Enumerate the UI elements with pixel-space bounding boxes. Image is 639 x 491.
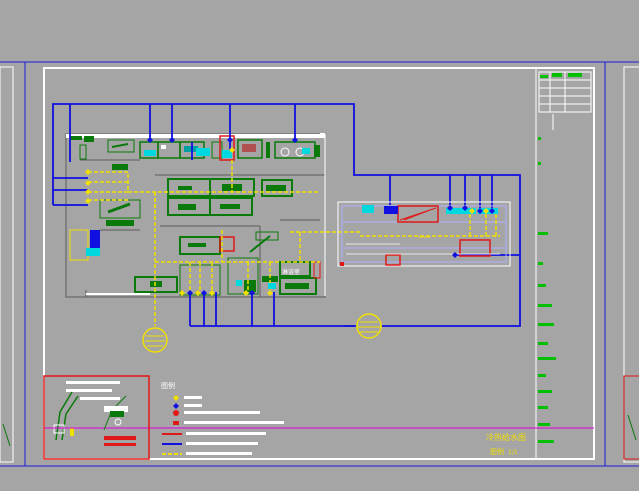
- legend-symbol-floor-drain: [173, 410, 260, 416]
- svg-text:===: ===: [418, 235, 431, 241]
- equipment-middle: [79, 144, 293, 255]
- right-adjacent-sheet: [604, 61, 639, 467]
- room-label: 淋浴室: [282, 268, 300, 276]
- left-adjacent-sheet: [0, 61, 26, 467]
- equipment-row-top: [70, 135, 320, 161]
- title-block-code: 图例: [490, 447, 504, 456]
- legend-symbol-hot-valve: [173, 395, 202, 401]
- revision-table: [538, 71, 592, 130]
- cold-water-pipe: [52, 103, 521, 327]
- title-block-entries: [538, 137, 556, 443]
- main-sheet-frame: [24, 61, 606, 467]
- right-floor-plan: ===: [337, 201, 511, 267]
- water-tank-right: [344, 313, 382, 339]
- legend: 图例: [161, 381, 284, 455]
- water-tank-left: [142, 327, 168, 353]
- system-diagram-inset: [43, 375, 150, 460]
- title-block-number: 1/1: [508, 449, 518, 456]
- title-block-caption: 冷热给水图: [486, 432, 526, 442]
- valve-markers: [85, 137, 298, 296]
- cyan-fixtures: [144, 148, 310, 289]
- left-floor-plan: 淋浴室: [52, 103, 521, 353]
- right-plan-valves: [447, 205, 495, 258]
- legend-heading: 图例: [161, 381, 175, 390]
- title-block: 冷热给水图 图例 1/1: [486, 71, 592, 456]
- legend-symbol-valve-red: [173, 421, 284, 425]
- legend-symbol-cold-water-line: [162, 442, 258, 445]
- legend-symbol-drain-line: [162, 432, 266, 435]
- legend-symbol-cold-valve: [173, 403, 202, 409]
- legend-symbol-hot-water-line: [162, 452, 252, 455]
